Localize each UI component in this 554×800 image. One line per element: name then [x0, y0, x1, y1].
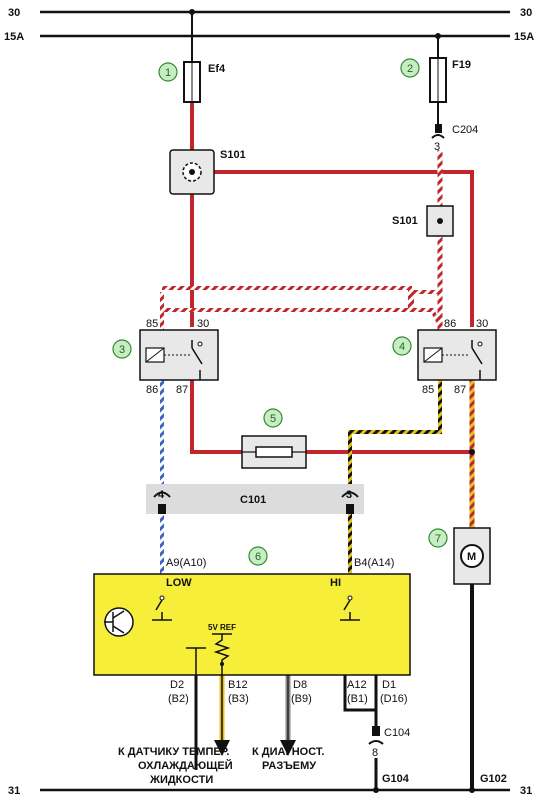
fan-motor: M [453, 527, 491, 585]
ground-g102-label: G102 [480, 773, 507, 785]
ecu-a12b: (B1) [347, 693, 368, 705]
diag-line1: К ДИАГНОСТ. [252, 746, 324, 758]
bus-30: 30 30 [8, 7, 532, 19]
callout-5: 5 [263, 408, 283, 428]
callout-6: 6 [248, 546, 268, 566]
junction-dot [469, 449, 475, 455]
ecu-low-label: LOW [166, 577, 192, 589]
connector-c104-label: C104 [384, 727, 410, 739]
c204-pin: 3 [434, 141, 440, 153]
coolant-line1: К ДАТЧИКУ ТЕМПЕР. [118, 746, 229, 758]
ecu-d8b: (B9) [291, 693, 312, 705]
ground-junction [469, 787, 475, 793]
connector-c204: 3 C204 [431, 124, 478, 153]
wires [160, 12, 475, 790]
bus-15a-label-left: 15A [4, 31, 24, 43]
c104-pin: 8 [372, 747, 378, 759]
relay-left-pin86: 86 [146, 384, 158, 396]
ecu-d1b: (D16) [380, 693, 408, 705]
relay-left: 85 30 86 87 [139, 318, 219, 396]
relay-right-pin87: 87 [454, 384, 466, 396]
fuse-ef4: Ef4 [183, 61, 226, 103]
callout-6-num: 6 [255, 551, 261, 563]
relay-right-pin86: 86 [444, 318, 456, 330]
connector-c101-label: C101 [240, 494, 266, 506]
fuse-ef4-label: Ef4 [208, 63, 226, 75]
callout-1: 1 [158, 62, 178, 82]
bus-31-label-left: 31 [8, 785, 20, 797]
ecu-d2b: (B2) [168, 693, 189, 705]
diag-line2: РАЗЪЕМУ [262, 760, 316, 772]
callout-7-num: 7 [435, 533, 441, 545]
splice-s101-left: S101 [169, 149, 246, 195]
ecu-d8: D8 [293, 679, 307, 691]
ecu-hi-label: HI [330, 577, 341, 589]
callout-4-num: 4 [399, 341, 405, 353]
ecu-a12: A12 [347, 679, 367, 691]
ecu-d2: D2 [170, 679, 184, 691]
ecu-pin-hi: B4(A14) [354, 557, 394, 569]
bus-30-label-left: 30 [8, 7, 20, 19]
arrow-down-icon [280, 740, 296, 756]
connector-c104: 8 C104 [368, 726, 410, 759]
callout-2-num: 2 [407, 63, 413, 75]
destination-coolant: К ДАТЧИКУ ТЕМПЕР. ОХЛАЖДАЮЩЕЙ ЖИДКОСТИ [118, 746, 233, 786]
control-module: A9(A10) B4(A14) LOW HI 5V REF D2 (B2) B1… [93, 557, 411, 705]
bus-31: 31 31 [8, 785, 532, 797]
connector-c204-label: C204 [452, 124, 478, 136]
bus-15a: 15A 15A [4, 31, 534, 43]
relay-left-pin30: 30 [197, 318, 209, 330]
callout-2: 2 [400, 58, 420, 78]
destination-diag: К ДИАГНОСТ. РАЗЪЕМУ [252, 746, 324, 772]
ground-g104-label: G104 [382, 773, 410, 785]
relay-left-pin87: 87 [176, 384, 188, 396]
bus-31-label-right: 31 [520, 785, 532, 797]
coolant-line2: ОХЛАЖДАЮЩЕЙ [138, 759, 233, 772]
relay-left-pin85: 85 [146, 318, 158, 330]
relay-right: 86 30 85 87 [417, 318, 497, 396]
ecu-ref-label: 5V REF [208, 623, 236, 632]
splice-s101-right: S101 [392, 205, 454, 237]
ecu-b12: B12 [228, 679, 248, 691]
c101-pin-left: 4 [158, 489, 165, 501]
series-resistor [241, 435, 307, 469]
relay-right-pin30: 30 [476, 318, 488, 330]
callout-4: 4 [392, 336, 412, 356]
relay-right-pin85: 85 [422, 384, 434, 396]
ground-junction [373, 787, 379, 793]
callout-3: 3 [112, 339, 132, 359]
motor-label: M [467, 551, 476, 563]
c101-pin-right: 3 [346, 489, 352, 501]
fuse-f19-label: F19 [452, 59, 471, 71]
connector-c101: 4 3 C101 [146, 484, 364, 514]
ecu-d1: D1 [382, 679, 396, 691]
fuse-f19: F19 [429, 57, 471, 103]
callout-5-num: 5 [270, 413, 276, 425]
coolant-line3: ЖИДКОСТИ [149, 774, 213, 786]
ecu-pin-low: A9(A10) [166, 557, 206, 569]
callout-7: 7 [428, 528, 448, 548]
ecu-b12b: (B3) [228, 693, 249, 705]
arrow-down-icon [214, 740, 230, 756]
callout-3-num: 3 [119, 344, 125, 356]
bus-15a-label-right: 15A [514, 31, 534, 43]
splice-s101-right-label: S101 [392, 215, 418, 227]
callout-1-num: 1 [165, 67, 171, 79]
splice-s101-left-label: S101 [220, 149, 246, 161]
bus-30-label-right: 30 [520, 7, 532, 19]
